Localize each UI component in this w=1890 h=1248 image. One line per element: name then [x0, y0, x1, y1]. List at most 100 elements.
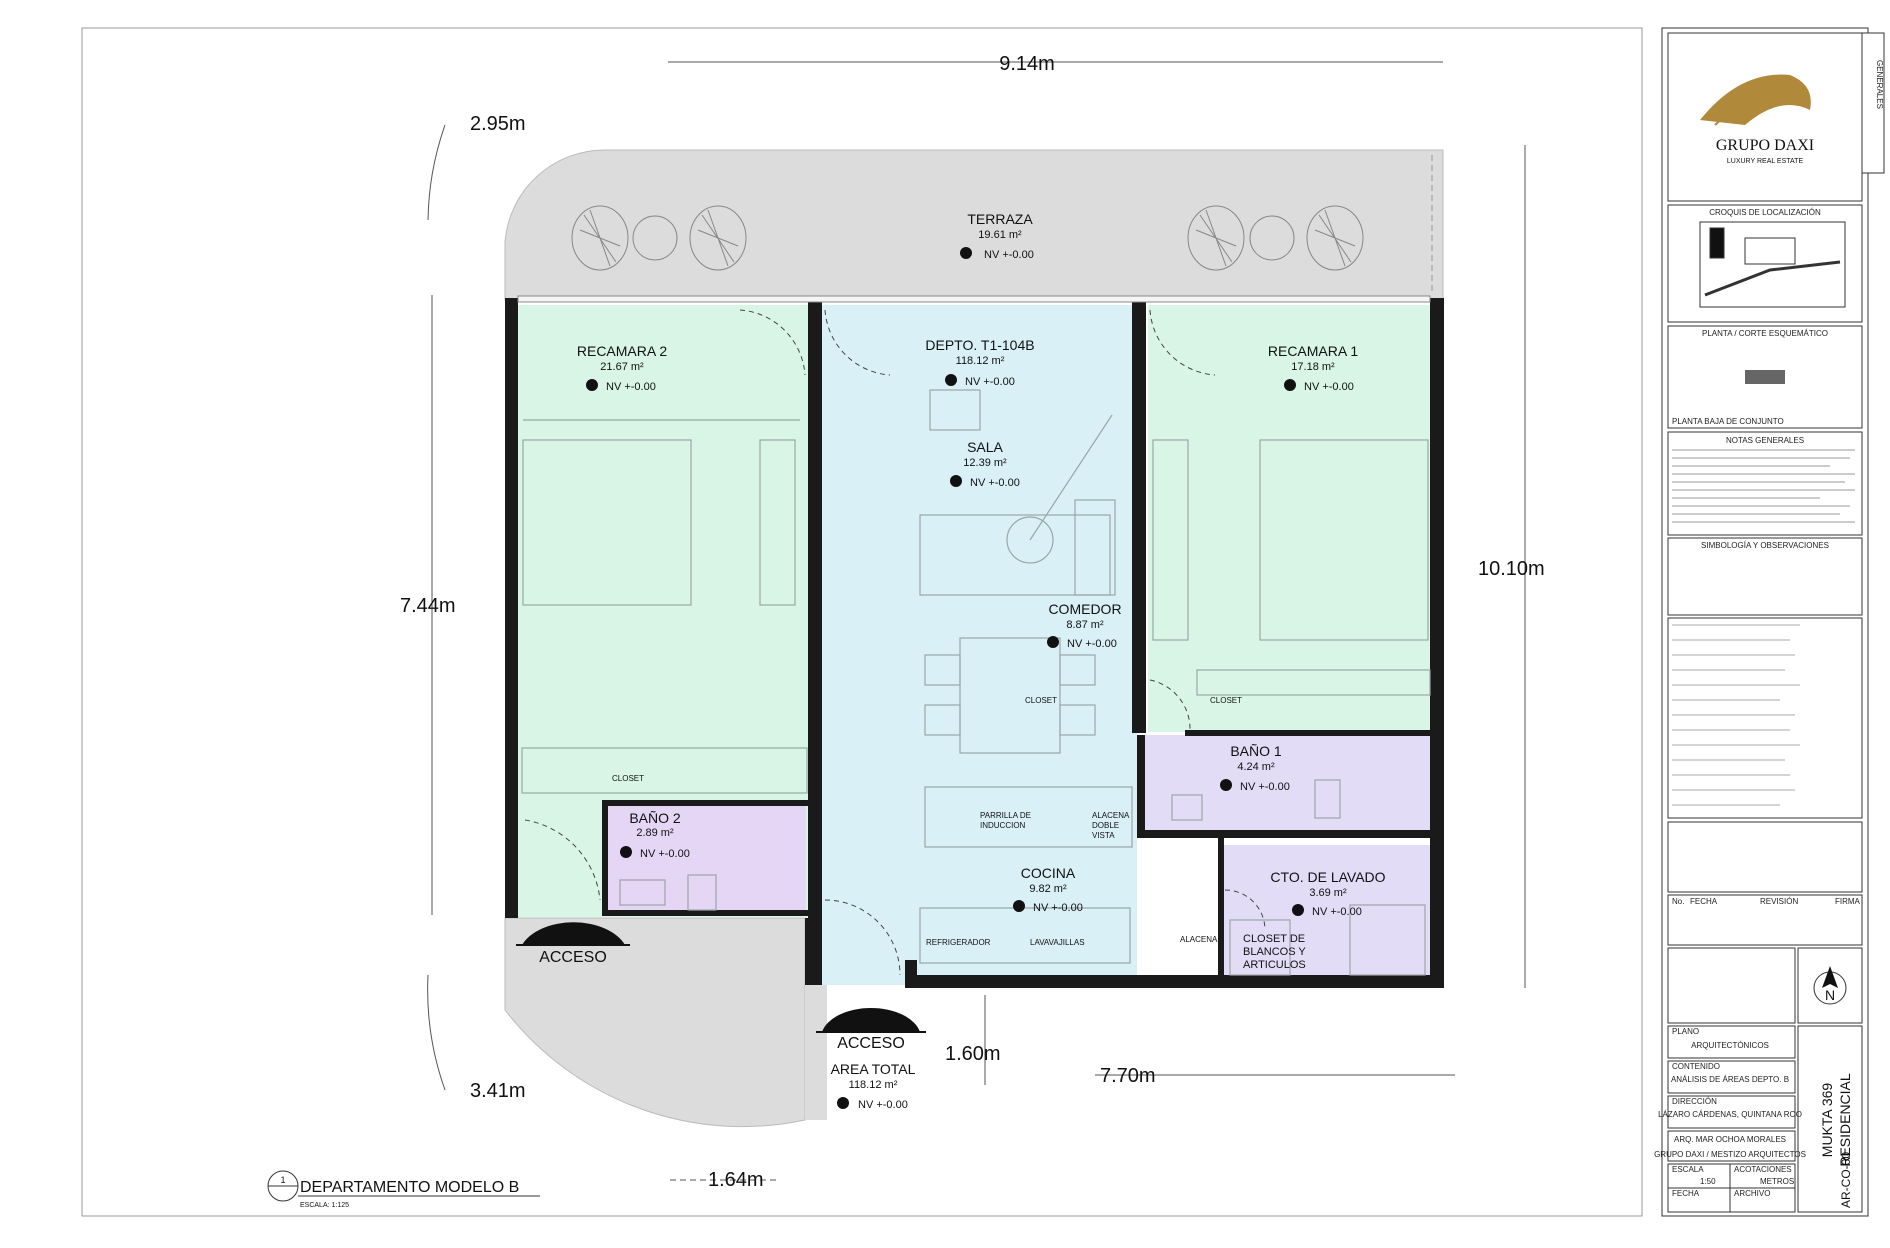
- closet-label-center: CLOSET: [1025, 696, 1057, 705]
- title-block: GENERALES GRUPO DAXI LUXURY REAL ESTATE …: [1654, 27, 1885, 1217]
- project-name-2: RESIDENCIAL: [1837, 1073, 1853, 1167]
- archivo-label: ARCHIVO: [1734, 1189, 1770, 1198]
- wall-right: [1430, 298, 1444, 988]
- room-level: NV +-0.00: [858, 1099, 908, 1111]
- door-swings: [524, 309, 1266, 976]
- acotaciones-value: METROS: [1760, 1177, 1794, 1186]
- contenido-value: ANÁLISIS DE ÁREAS DEPTO. B: [1671, 1075, 1789, 1084]
- alacena-label-1: ALACENA: [1092, 811, 1130, 820]
- rev-fecha: FECHA: [1690, 897, 1718, 906]
- room-depto: DEPTO. T1-104B 118.12 m² NV +-0.00: [925, 337, 1034, 388]
- project-name-1: MUKTA 369: [1819, 1083, 1835, 1158]
- parrilla-label-2: INDUCCION: [980, 821, 1026, 830]
- contenido-label: CONTENIDO: [1672, 1062, 1720, 1071]
- room-area: 118.12 m²: [849, 1079, 898, 1091]
- wall-bano2-bottom: [602, 910, 808, 916]
- plano-label: PLANO: [1672, 1027, 1699, 1036]
- dim-top-width: 9.14m: [999, 53, 1055, 75]
- wall-lavado-left: [1218, 838, 1224, 978]
- room-recamara-1: RECAMARA 1 17.18 m² NV +-0.00: [1268, 343, 1358, 393]
- room-terraza: TERRAZA 19.61 m² NV +-0.00: [960, 211, 1034, 261]
- room-area: 17.18 m²: [1291, 361, 1335, 373]
- direccion-label: DIRECCIÓN: [1672, 1097, 1717, 1106]
- dim-bottom-arc: 3.41m: [470, 1080, 526, 1102]
- room-level: NV +-0.00: [984, 249, 1034, 261]
- escala-label: ESCALA: [1672, 1165, 1704, 1174]
- room-level: NV +-0.00: [970, 477, 1020, 489]
- dim-bottom-width: 7.70m: [1100, 1065, 1156, 1087]
- room-area-total: AREA TOTAL 118.12 m² NV +-0.00: [831, 1061, 916, 1111]
- room-level: NV +-0.00: [1312, 906, 1362, 918]
- north-label: N: [1825, 987, 1835, 1003]
- access-left: ACCESO: [516, 922, 630, 966]
- lavado-fill: [1222, 845, 1430, 980]
- wall-center-left-lower: [808, 388, 822, 918]
- dimension-lines: [427, 61, 1526, 1181]
- acotaciones-label: ACOTACIONES: [1734, 1165, 1792, 1174]
- window-top: [517, 295, 1431, 303]
- refrigerador-label: REFRIGERADOR: [926, 938, 991, 947]
- notes-lines: [1672, 449, 1855, 523]
- croquis-label: CROQUIS DE LOCALIZACIÓN: [1709, 208, 1821, 217]
- room-name: RECAMARA 1: [1268, 343, 1358, 359]
- wall-bano2-left: [602, 800, 608, 915]
- rev-revision: REVISIÓN: [1760, 897, 1798, 906]
- room-level: NV +-0.00: [1240, 781, 1290, 793]
- entry-exterior-area: [504, 917, 806, 1128]
- wall-center-right: [1132, 298, 1146, 388]
- logo-tagline: LUXURY REAL ESTATE: [1727, 158, 1804, 165]
- room-name: DEPTO. T1-104B: [925, 337, 1034, 353]
- room-area: 2.89 m²: [636, 827, 674, 839]
- wall-bano2-top: [602, 800, 808, 806]
- alacena-label-2: DOBLE: [1092, 821, 1119, 830]
- terraza-area: [504, 149, 1444, 301]
- wall-bano1-bottom: [1137, 830, 1437, 838]
- plano-value: ARQUITECTÓNICOS: [1691, 1041, 1769, 1050]
- wall-bano1-left: [1137, 735, 1145, 835]
- room-level: NV +-0.00: [1067, 638, 1117, 650]
- wall-center-left: [808, 298, 822, 388]
- wall-center-left-base: [805, 918, 822, 985]
- access-bottom: ACCESO: [816, 1007, 926, 1052]
- recamara-1-fill: [1148, 305, 1430, 732]
- wall-left: [505, 298, 518, 918]
- lavavajillas-label: LAVAVAJILLAS: [1030, 938, 1085, 947]
- closet-blancos-label-1: CLOSET DE: [1243, 933, 1305, 945]
- room-name: RECAMARA 2: [577, 343, 667, 359]
- closet-blancos-label-3: ARTICULOS: [1243, 959, 1306, 971]
- simbologia-label: SIMBOLOGÍA Y OBSERVACIONES: [1701, 541, 1829, 550]
- plan-title: DEPARTAMENTO MODELO B: [300, 1179, 519, 1196]
- sheet-code: AR-CO-00: [1839, 1152, 1853, 1208]
- room-name: AREA TOTAL: [831, 1061, 916, 1077]
- room-bano-1: BAÑO 1 4.24 m² NV +-0.00: [1220, 743, 1290, 793]
- room-name: COCINA: [1021, 865, 1076, 881]
- alacena-k-label: ALACENA: [1180, 935, 1218, 944]
- room-name: TERRAZA: [967, 211, 1033, 227]
- terrace-planters: [571, 205, 1364, 271]
- room-sala: SALA 12.39 m² NV +-0.00: [950, 439, 1020, 489]
- escala-value: 1:50: [1700, 1177, 1716, 1186]
- room-level: NV +-0.00: [640, 848, 690, 860]
- room-comedor: COMEDOR 8.87 m² NV +-0.00: [1047, 601, 1122, 650]
- view-number: 1: [280, 1175, 285, 1185]
- room-bano-2: BAÑO 2 2.89 m² NV +-0.00: [620, 810, 690, 860]
- view-title: 1 DEPARTAMENTO MODELO B ESCALA: 1:125: [267, 1170, 540, 1209]
- furniture-lines: [521, 389, 1431, 976]
- symbology-lines: [1672, 624, 1800, 806]
- dim-top-arc: 2.95m: [470, 113, 526, 135]
- room-name: BAÑO 2: [629, 810, 681, 826]
- wall-center-right-lower: [1132, 388, 1146, 733]
- closet-label-r1: CLOSET: [1210, 696, 1242, 705]
- wall-bano1-top: [1185, 730, 1435, 736]
- dim-bottom-small: 1.64m: [708, 1169, 764, 1191]
- room-level: NV +-0.00: [965, 376, 1015, 388]
- entry-walkway: [805, 985, 827, 1120]
- planta-baja-label: PLANTA BAJA DE CONJUNTO: [1672, 417, 1784, 426]
- fecha-label: FECHA: [1672, 1189, 1700, 1198]
- access-left-label: ACCESO: [539, 949, 607, 966]
- notas-label: NOTAS GENERALES: [1726, 436, 1804, 445]
- room-area: 19.61 m²: [978, 229, 1022, 241]
- proyecto-value: ARQ. MAR OCHOA MORALES: [1674, 1135, 1786, 1144]
- room-area: 21.67 m²: [600, 361, 644, 373]
